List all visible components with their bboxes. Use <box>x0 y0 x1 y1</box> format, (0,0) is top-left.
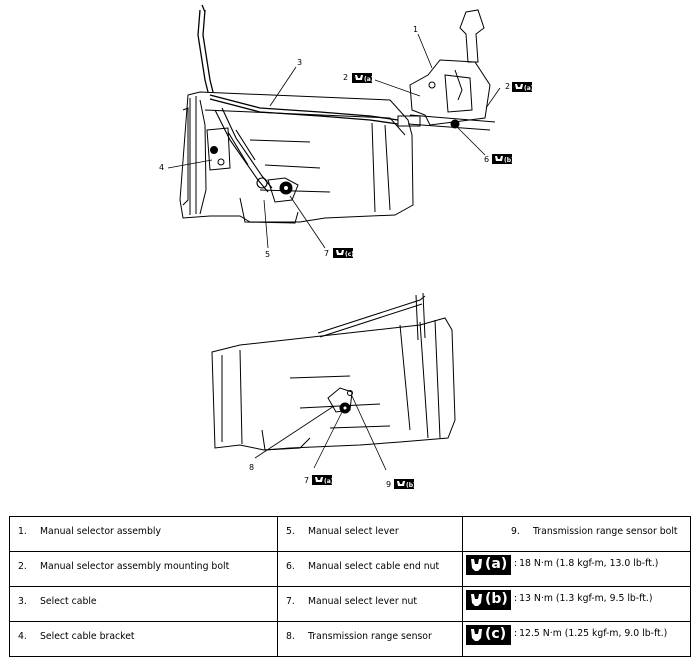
callout-1: 1 <box>413 25 418 34</box>
torque-cell: (b) : 13 N·m (1.3 kgf-m, 9.5 lb-ft.) <box>462 586 691 622</box>
legend-cell: 5. Manual select lever <box>277 516 463 552</box>
callout-9: 9 <box>386 480 391 489</box>
callout-7-lower: 7 <box>304 476 309 485</box>
legend-cell: 4. Select cable bracket <box>9 621 278 657</box>
svg-text:(b): (b) <box>406 482 416 489</box>
item-label: Manual select lever <box>308 526 399 537</box>
callout-4: 4 <box>159 163 164 172</box>
callout-3: 3 <box>297 58 302 67</box>
svg-text:(a): (a) <box>524 85 534 92</box>
torque-badge-b-top: (b) <box>492 154 514 164</box>
svg-text:(a): (a) <box>324 478 334 485</box>
manual-select-lever <box>267 177 299 203</box>
torque-icon-b: (b) <box>466 590 511 610</box>
select-cable-bracket <box>206 127 231 171</box>
callout-2: 2 <box>343 73 348 82</box>
select-cable-lower <box>214 107 273 193</box>
torque-badge-b-bottom: (b) <box>394 479 416 489</box>
torque-badge-a-bottom: (a) <box>312 475 334 485</box>
callout-7: 7 <box>324 249 329 258</box>
transmission-diagram: 1 2 2 3 4 5 6 7 8 7 9 (a) (a) (b) (c) (a… <box>159 4 534 489</box>
item-label: Select cable bracket <box>40 631 135 642</box>
leader-lines-bottom <box>254 395 387 471</box>
item-label: Manual selector assembly mounting bolt <box>40 561 230 572</box>
torque-spec: 12.5 N·m (1.25 kgf-m, 9.0 lb-ft.) <box>519 628 668 639</box>
select-cable <box>197 4 399 125</box>
callout-6: 6 <box>484 155 489 164</box>
legend-row: 2. Manual selector assembly mounting bolt… <box>9 551 691 587</box>
torque-icon-c: (c) <box>466 625 511 645</box>
item-label: Manual select lever nut <box>308 596 418 607</box>
item-number: 2. <box>18 561 27 572</box>
callout-5: 5 <box>265 250 270 259</box>
legend-cell: 3. Select cable <box>9 586 278 622</box>
svg-text:(b): (b) <box>504 157 514 164</box>
item-number: 4. <box>18 631 27 642</box>
svg-text:(a): (a) <box>364 76 374 83</box>
item-label: Transmission range sensor <box>308 631 432 642</box>
leader-lines-top <box>167 33 501 249</box>
legend-cell: 1. Manual selector assembly <box>9 516 278 552</box>
item-label: Transmission range sensor bolt <box>533 526 678 537</box>
legend-cell: 8. Transmission range sensor <box>277 621 463 657</box>
item-label: Select cable <box>40 596 97 607</box>
torque-cell: (c) : 12.5 N·m (1.25 kgf-m, 9.0 lb-ft.) <box>462 621 691 657</box>
legend-cell: 7. Manual select lever nut <box>277 586 463 622</box>
callout-2b: 2 <box>505 82 510 91</box>
torque-spec: 13 N·m (1.3 kgf-m, 9.5 lb-ft.) <box>519 593 653 604</box>
torque-spec: 18 N·m (1.8 kgf-m, 13.0 lb-ft.) <box>519 558 659 569</box>
item-number: 6. <box>286 561 295 572</box>
svg-text:(c): (c) <box>345 251 354 258</box>
legend-row: 4. Select cable bracket 8. Transmission ra… <box>9 621 691 657</box>
top-transmission-housing <box>179 91 414 224</box>
torque-icon-a: (a) <box>466 555 511 575</box>
legend-row: 3. Select cable 7. Manual select lever nut… <box>9 586 691 622</box>
item-number: 9. <box>511 526 520 537</box>
item-number: 8. <box>286 631 295 642</box>
item-label: Manual select cable end nut <box>308 561 440 572</box>
bottom-transmission-housing <box>211 292 456 451</box>
legend-cell: 9. Transmission range sensor bolt <box>462 516 691 552</box>
item-number: 5. <box>286 526 295 537</box>
item-number: 7. <box>286 596 295 607</box>
legend-row: 1. Manual selector assembly 5. Manual sele… <box>9 516 691 552</box>
transmission-range-sensor <box>327 387 353 414</box>
legend-table: 1. Manual selector assembly 5. Manual sele… <box>9 516 691 657</box>
callout-8: 8 <box>249 463 254 472</box>
torque-badge-a-right: (a) <box>512 82 534 92</box>
item-label: Manual selector assembly <box>40 526 161 537</box>
manual-selector-assembly <box>397 9 496 131</box>
torque-badge-c-top: (c) <box>333 248 354 258</box>
torque-badge-a-top: (a) <box>352 73 374 83</box>
legend-cell: 2. Manual selector assembly mounting bolt <box>9 551 278 587</box>
item-number: 1. <box>18 526 27 537</box>
torque-cell: (a) : 18 N·m (1.8 kgf-m, 13.0 lb-ft.) <box>462 551 691 587</box>
item-number: 3. <box>18 596 27 607</box>
legend-cell: 6. Manual select cable end nut <box>277 551 463 587</box>
